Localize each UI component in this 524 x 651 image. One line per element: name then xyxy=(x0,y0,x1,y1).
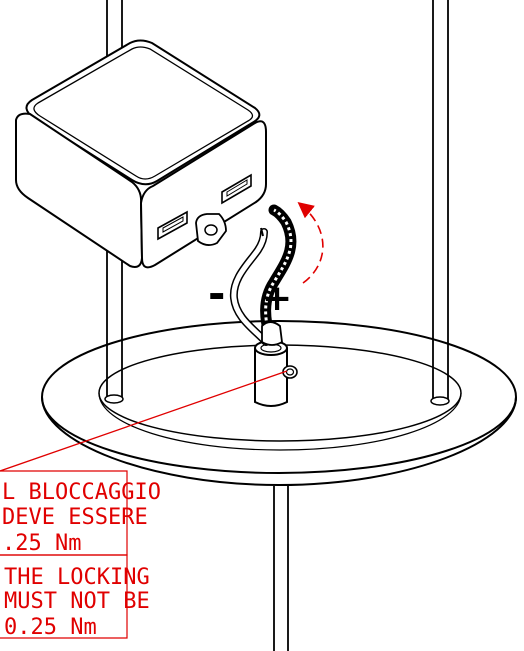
negative-polarity-label: - xyxy=(208,269,225,318)
italian-torque-note: L BLOCCAGGIO DEVE ESSERE .25 Nm xyxy=(0,470,161,556)
english-note-line-1: THE LOCKING xyxy=(4,565,150,590)
positive-polarity-label: + xyxy=(262,278,292,319)
insertion-arrow xyxy=(297,201,324,284)
italian-note-line-3: .25 Nm xyxy=(2,531,81,556)
italian-note-line-2: DEVE ESSERE xyxy=(2,505,148,530)
power-supply-box xyxy=(15,39,267,269)
english-torque-note: THE LOCKING MUST NOT BE 0.25 Nm xyxy=(0,554,150,640)
negative-wire xyxy=(229,227,270,346)
english-note-line-3: 0.25 Nm xyxy=(4,615,97,640)
right-support-rod xyxy=(430,0,450,406)
english-note-line-2: MUST NOT BE xyxy=(4,589,150,614)
screw-leader-line xyxy=(0,370,288,472)
positive-wire xyxy=(260,204,297,346)
bottom-support-rod xyxy=(273,486,289,651)
italian-note-line-1: L BLOCCAGGIO xyxy=(2,480,161,505)
